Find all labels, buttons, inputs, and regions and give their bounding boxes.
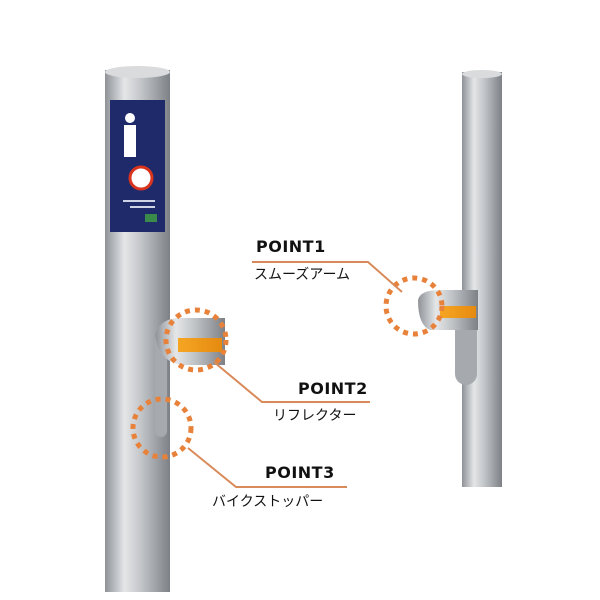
point1-highlight-circle	[383, 275, 445, 337]
point1-label: スムーズアーム	[254, 267, 351, 283]
no-bike-icon	[128, 165, 154, 191]
point1-title: POINT1	[256, 237, 326, 256]
point3-label: バイクストッパー	[212, 494, 324, 510]
person-icon	[125, 113, 135, 123]
point2-label: リフレクター	[273, 408, 357, 424]
point3-title: POINT3	[265, 463, 335, 482]
point1-leader-line	[252, 261, 403, 293]
point3-leader-line	[187, 447, 347, 488]
reflector	[178, 338, 222, 352]
point3-highlight-circle	[130, 396, 194, 460]
left-pole	[105, 66, 225, 592]
point2-title: POINT2	[298, 379, 368, 398]
bike-stopper	[155, 332, 167, 437]
right-pole	[418, 70, 502, 487]
point2-leader-line	[213, 361, 370, 403]
point2-highlight-circle	[163, 307, 229, 373]
